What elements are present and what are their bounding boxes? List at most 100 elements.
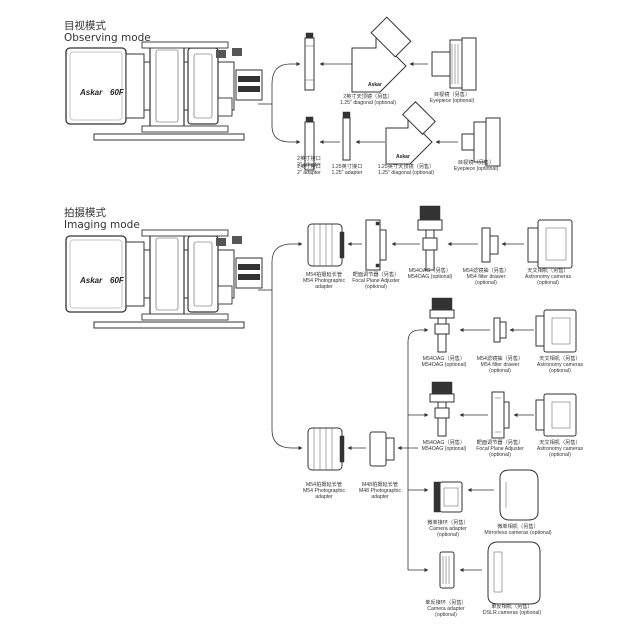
- label-line: M54 filter drawer: [466, 274, 506, 280]
- adapter-125in-icon: [342, 111, 351, 161]
- label-line: 1.25英寸天顶镜（另售）: [377, 164, 435, 170]
- observing-mode-title-zh: 目视模式: [64, 20, 106, 32]
- label-line: (optional): [489, 452, 511, 458]
- adapter-2in-icon: [304, 32, 315, 91]
- label-line: 微单接环（另售）: [427, 520, 469, 526]
- label-line: 靶面调节器（另售）: [352, 272, 400, 278]
- label-line: M54拍摄延长管: [305, 272, 343, 278]
- diagonal-125in-icon: Askar: [385, 101, 436, 165]
- label-line: M54滤镜抽（另售）: [462, 268, 510, 274]
- label-line: M54拍摄延长管: [305, 482, 343, 488]
- label-line: Eyepiece (optional): [453, 166, 499, 172]
- imaging-mode-title-en: Imaging mode: [64, 219, 140, 231]
- label-line: 天文相机（另售）: [539, 440, 581, 446]
- label-line: M48拍摄延长管: [361, 482, 399, 488]
- label-line: Mirrorless cameras (optional): [484, 530, 552, 536]
- eyepiece-2in-icon: [431, 37, 477, 91]
- label-line: 单反接环（另售）: [425, 600, 467, 606]
- model-text: 60F: [110, 88, 125, 97]
- label-o-eyepiece-bottom: 目视镜（另售） Eyepiece (optional): [454, 160, 498, 172]
- label-line: Camera adapter: [427, 606, 465, 612]
- label-o-diag-125: 1.25英寸天顶镜（另售） 1.25" diagonal (optional): [378, 164, 435, 176]
- label-i1-filter: M54滤镜抽（另售） M54 filter drawer (optional): [463, 268, 509, 286]
- label-line: M54 Photographic: [302, 278, 346, 284]
- label-i6-cam-adapter: 单反接环（另售） Camera adapter (optional): [425, 600, 467, 618]
- label-line: Astronomy cameras: [536, 362, 584, 368]
- label-line: Astronomy cameras: [536, 446, 584, 452]
- observing-connector: [258, 62, 301, 144]
- label-line: (optional): [437, 532, 459, 538]
- label-i3-focal: 靶面调节器（另售） Focal Plane Adjuster (optional…: [476, 440, 524, 458]
- label-line: M54OAG (optional): [421, 446, 467, 452]
- label-line: M48 Photographic: [358, 488, 402, 494]
- label-i1-focal: 靶面调节器（另售） Focal Plane Adjuster (optional…: [352, 272, 400, 290]
- astronomy-camera-icon: [527, 219, 573, 269]
- filter-drawer-icon: [481, 227, 499, 263]
- label-line: (optional): [549, 452, 571, 458]
- label-line: 天文相机（另售）: [527, 268, 569, 274]
- label-line: (optional): [549, 368, 571, 374]
- imaging-connector: [258, 242, 303, 450]
- label-i4-m54: M54拍摄延长管 M54 Photographic adapter: [303, 482, 345, 500]
- dslr-adapter-icon: [439, 551, 455, 589]
- label-line: M54 Photographic: [302, 488, 346, 494]
- model-text: 60F: [110, 276, 125, 285]
- label-i2-cam: 天文相机（另售） Astronomy cameras (optional): [537, 356, 583, 374]
- label-o-diag-2: 2英寸天顶镜（另售） 1.25" diagonal (optional): [340, 94, 396, 106]
- m54-adapter-2-icon: [307, 427, 345, 471]
- label-line: Focal Plane Adjuster: [352, 278, 400, 284]
- telescope-imaging: Askar 60F: [65, 229, 263, 329]
- label-line: 2" adapter: [297, 162, 321, 168]
- label-i3-oag: M54OAG（另售） M54OAG (optional): [422, 440, 467, 452]
- adapter-2in-b-icon: [304, 116, 315, 171]
- diagonal-brand-text: Askar: [368, 82, 382, 88]
- label-line: 单反相机（另售）: [491, 604, 533, 610]
- label-line: (optional): [489, 368, 511, 374]
- label-line: M54滤镜抽（另售）: [476, 356, 524, 362]
- focal-plane-adjuster-icon: [365, 219, 387, 271]
- telescope-observing: Askar 60F: [65, 41, 263, 141]
- label-line: 微单相机（另售）: [497, 524, 539, 530]
- label-line: 靶面调节器（另售）: [476, 440, 524, 446]
- label-line: 2" adapter: [297, 170, 321, 176]
- label-i1-oag: M54OAG（另售） M54OAG (optional): [408, 268, 453, 280]
- label-line: (optional): [365, 284, 387, 290]
- oag-icon: [417, 205, 443, 271]
- imaging-mode-title-zh: 拍摄模式: [64, 207, 106, 219]
- label-line: Eyepiece (optional): [429, 98, 475, 104]
- label-line: adapter: [315, 494, 333, 500]
- label-line: 2英寸接口: [297, 164, 321, 170]
- m48-adapter-icon: [369, 431, 395, 467]
- label-i1-m54: M54拍摄延长管 M54 Photographic adapter: [303, 272, 345, 290]
- observing-mode-title-en: Observing mode: [64, 32, 151, 44]
- imaging-branch-connector: [397, 328, 429, 572]
- label-line: 目视镜（另售）: [433, 92, 471, 98]
- label-line: 目视镜（另售）: [457, 160, 495, 166]
- label-line: Focal Plane Adjuster: [476, 446, 524, 452]
- label-line: adapter: [315, 284, 333, 290]
- label-line: 天文相机（另售）: [539, 356, 581, 362]
- label-line: 2英寸天顶镜（另售）: [343, 94, 393, 100]
- label-o-eyepiece-top: 目视镜（另售） Eyepiece (optional): [430, 92, 474, 104]
- label-o-adapter-125: 1.25英寸接口 1.25" adapter: [332, 164, 363, 176]
- label-line: M54OAG (optional): [421, 362, 467, 368]
- label-line: 1.25" adapter: [331, 170, 363, 176]
- diagonal-brand-text-2: Askar: [396, 154, 410, 160]
- label-line: 1.25" diagonal (optional): [339, 100, 397, 106]
- label-line: M54OAG（另售）: [408, 268, 452, 274]
- label-i3-cam: 天文相机（另售） Astronomy cameras (optional): [537, 440, 583, 458]
- label-line: M54OAG（另售）: [422, 440, 466, 446]
- label-i2-oag: M54OAG（另售） M54OAG (optional): [422, 356, 467, 368]
- label-i5-cam-adapter: 微单接环（另售） Camera adapter (optional): [427, 520, 469, 538]
- label-o-adapter-2: 2英寸接口 2" adapter: [297, 156, 321, 168]
- label-line: Camera adapter: [429, 526, 467, 532]
- label-line: 1.25" diagonal (optional): [377, 170, 435, 176]
- imaging-mode-title: 拍摄模式 Imaging mode: [64, 207, 140, 231]
- label-line: M54OAG（另售）: [422, 356, 466, 362]
- observing-mode-title: 目视模式 Observing mode: [64, 20, 151, 44]
- eyepiece-125in-icon: [461, 117, 501, 167]
- diagonal-2in-icon: Askar: [351, 16, 412, 93]
- label-line: M54OAG (optional): [407, 274, 453, 280]
- astronomy-camera-2-icon: [535, 309, 577, 353]
- label-i1-cam: 天文相机（另售） Astronomy cameras (optional): [525, 268, 571, 286]
